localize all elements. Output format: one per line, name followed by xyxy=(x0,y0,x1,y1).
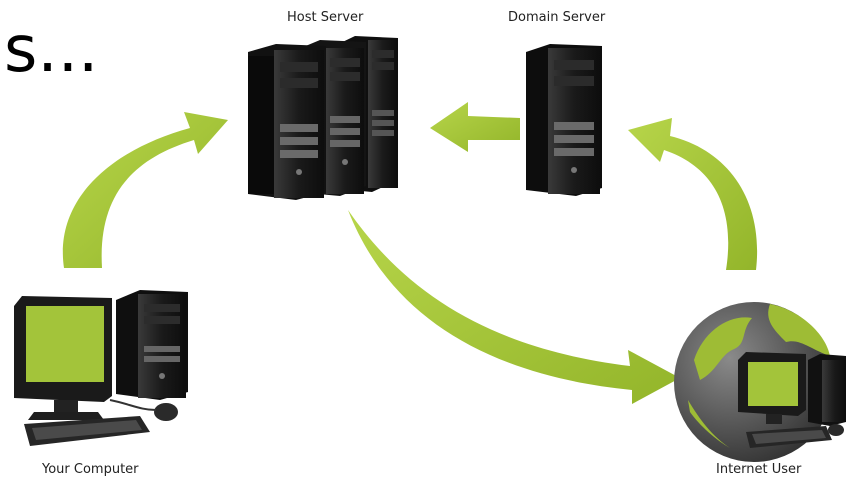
host-server-label: Host Server xyxy=(287,10,364,25)
domain-server-label: Domain Server xyxy=(508,10,606,25)
host-server-icon xyxy=(248,36,398,200)
domain-server-icon xyxy=(526,44,602,196)
arrow-computer-to-host xyxy=(62,112,228,268)
internet-user-label: Internet User xyxy=(716,462,802,477)
computer-screen xyxy=(26,306,104,382)
arrow-domain-to-host xyxy=(430,102,520,152)
your-computer-label: Your Computer xyxy=(42,462,139,477)
arrow-host-to-internet xyxy=(348,210,680,404)
arrow-internet-to-domain xyxy=(628,118,758,270)
your-computer-icon xyxy=(14,290,188,446)
internet-user-icon xyxy=(674,302,846,462)
slide-title-fragment: s... xyxy=(4,13,99,87)
